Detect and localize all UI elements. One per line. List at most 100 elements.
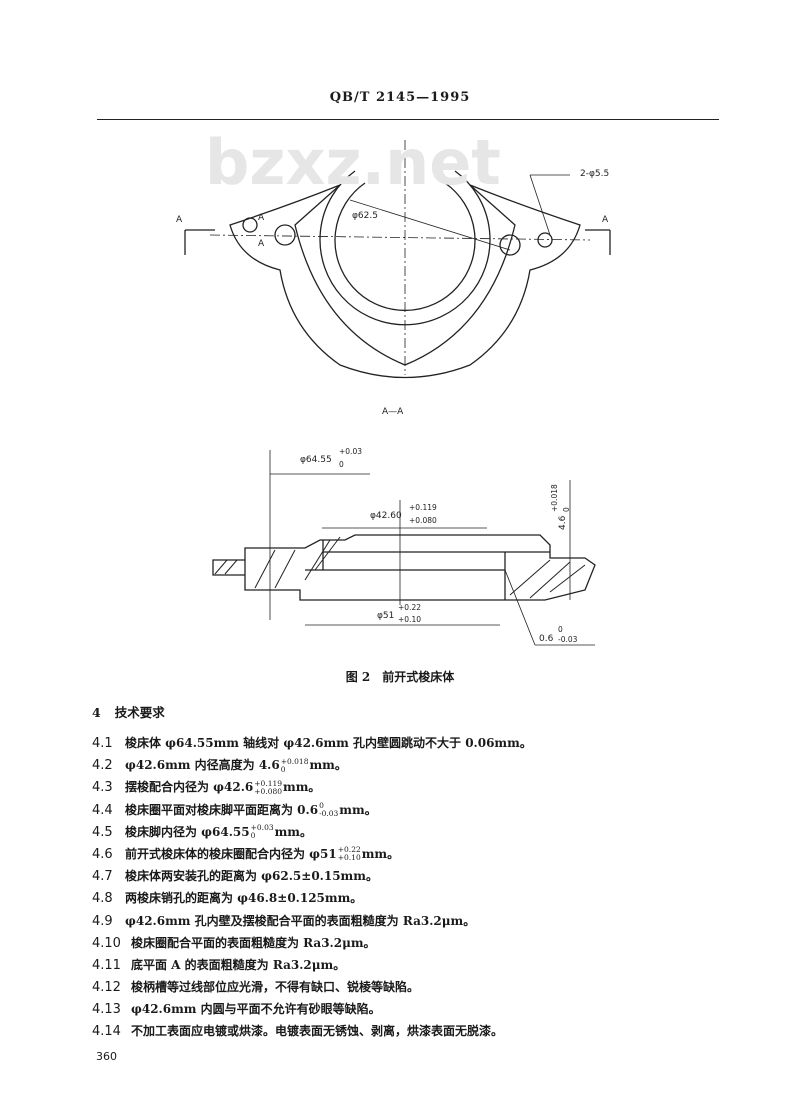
dim-0-6: 0.6 0 -0.03: [539, 625, 578, 644]
dim-phi64-55: φ64.55 +0.03 0: [300, 447, 362, 469]
requirements-list: 4.1 梭床体 φ64.55mm 轴线对 φ42.6mm 孔内壁圆跳动不大于 0.…: [92, 733, 532, 1044]
tolerance-up: +0.22: [337, 845, 361, 855]
label-a-upper: A: [258, 213, 265, 223]
body-outline: [229, 184, 581, 379]
dim-base: φ51: [377, 611, 394, 621]
item-number: 4.1: [92, 736, 113, 751]
item-unit: mm。: [283, 780, 321, 795]
item-number: 4.13: [92, 1002, 121, 1018]
tolerance-low: -0.03: [319, 809, 339, 819]
tolerance-up: +0.018: [280, 756, 309, 766]
item-number: 4.5: [92, 824, 113, 840]
list-item: 4.12 梭柄槽等过线部位应光滑，不得有缺口、锐棱等缺陷。: [92, 977, 532, 999]
item-text: 前开式梭床体的梭床圈配合内径为 φ51: [125, 846, 337, 861]
section-number: 4: [92, 705, 101, 720]
label-a-lower: A: [258, 239, 265, 249]
dim-base: φ64.55: [300, 455, 332, 465]
tolerance: 0-0.03: [319, 802, 338, 818]
item-number: 4.14: [92, 1024, 121, 1040]
tolerance-low: 0: [280, 764, 286, 774]
figure-section-view: φ64.55 +0.03 0 φ42.60 +0.119 +0.080 φ51 …: [212, 447, 596, 646]
item-number: 4.4: [92, 802, 113, 818]
section-title: 技术要求: [114, 705, 165, 720]
list-item: 4.1 梭床体 φ64.55mm 轴线对 φ42.6mm 孔内壁圆跳动不大于 0.…: [92, 733, 532, 755]
tolerance: +0.22+0.10: [338, 846, 361, 862]
item-text: 两梭床销孔的距离为 φ46.8±0.125mm。: [125, 891, 363, 906]
dim-phi42-60: φ42.60 +0.119 +0.080: [370, 503, 437, 525]
figure-caption: 图 2 前开式梭床体: [345, 670, 455, 684]
list-item: 4.7 梭床体两安装孔的距离为 φ62.5±0.15mm。: [92, 866, 532, 888]
item-number: 4.8: [92, 891, 113, 907]
hole-right: [537, 232, 553, 248]
dim-upper-tolerance: +0.018: [550, 484, 559, 512]
item-text: 梭床体 φ64.55mm 轴线对 φ42.6mm 孔内壁圆跳动不大于 0.06m…: [125, 736, 532, 750]
dim-lower-tolerance: +0.10: [398, 615, 421, 624]
item-unit: mm。: [274, 824, 313, 839]
tolerance-up: +0.119: [254, 778, 283, 788]
hole-left: [242, 217, 258, 233]
hatching: [214, 536, 586, 599]
watermark: bzxz.net: [205, 126, 501, 199]
list-item: 4.14 不加工表面应电镀或烘漆。电镀表面无锈蚀、剥离，烘漆表面无脱漆。: [92, 1021, 532, 1043]
label-phi62-5: φ62.5: [352, 211, 378, 221]
item-text: φ42.6mm 内径高度为 4.6: [125, 758, 280, 773]
item-text: 梭床圈配合平面的表面粗糙度为 Ra3.2μm。: [131, 935, 376, 950]
tolerance-low: +0.10: [337, 853, 361, 863]
figure-top-view: φ62.5 2-φ5.5 A A A A A—A: [176, 140, 611, 417]
item-text: 梭床脚内径为 φ64.55: [125, 824, 250, 839]
tolerance-low: +0.080: [254, 786, 283, 796]
header-rule: [97, 119, 719, 120]
tolerance-up: +0.03: [250, 823, 274, 833]
item-text: 底平面 A 的表面粗糙度为 Ra3.2μm。: [131, 957, 346, 972]
dim-lower-tolerance: 0: [339, 460, 344, 469]
dim-phi51: φ51 +0.22 +0.10: [377, 603, 421, 624]
label-section-a-right: A: [602, 215, 609, 225]
section-outline: [212, 534, 596, 601]
dim-height-4-6: 4.6 +0.018 0: [550, 484, 571, 530]
section-heading: 4 技术要求: [92, 702, 179, 721]
item-unit: mm。: [361, 846, 400, 861]
list-item: 4.8 两梭床销孔的距离为 φ46.8±0.125mm。: [92, 888, 532, 910]
dim-upper-tolerance: +0.119: [409, 503, 437, 512]
item-text: φ42.6mm 孔内壁及摆梭配合平面的表面粗糙度为 Ra3.2μm。: [125, 913, 476, 928]
item-text: 梭床圈平面对梭床脚平面距离为 0.6: [125, 802, 319, 817]
item-number: 4.10: [92, 935, 121, 951]
dim-base: φ42.60: [370, 511, 402, 521]
pin-left: [274, 224, 296, 246]
list-item: 4.11 底平面 A 的表面粗糙度为 Ra3.2μm。: [92, 955, 532, 977]
tolerance: +0.119+0.080: [254, 778, 283, 796]
tolerance-up: 0: [319, 801, 324, 811]
item-number: 4.12: [92, 980, 121, 996]
item-text: 摆梭配合内径为 φ42.6: [125, 780, 254, 795]
item-text: 梭床体两安装孔的距离为 φ62.5±0.15mm。: [125, 869, 378, 884]
item-unit: mm。: [339, 802, 377, 817]
item-number: 4.6: [92, 846, 113, 862]
dim-upper-tolerance: +0.03: [339, 447, 362, 456]
label-section-a-left: A: [176, 215, 183, 225]
pin-right: [499, 234, 521, 256]
page-number: 360: [96, 1050, 117, 1063]
item-number: 4.2: [92, 758, 113, 774]
item-number: 4.7: [92, 869, 113, 885]
item-unit: mm。: [309, 758, 347, 773]
item-text: 梭柄槽等过线部位应光滑，不得有缺口、锐棱等缺陷。: [131, 980, 420, 995]
list-item: 4.10 梭床圈配合平面的表面粗糙度为 Ra3.2μm。: [92, 933, 532, 955]
item-number: 4.11: [92, 957, 121, 973]
standard-header: QB/T 2145—1995: [329, 90, 471, 105]
dim-lower-tolerance: 0: [562, 507, 571, 512]
item-text: φ42.6mm 内圆与平面不允许有砂眼等缺陷。: [131, 1002, 381, 1017]
dim-upper-tolerance: 0: [558, 625, 563, 634]
item-number: 4.3: [92, 780, 113, 796]
list-item: 4.13 φ42.6mm 内圆与平面不允许有砂眼等缺陷。: [92, 999, 532, 1021]
label-holes: 2-φ5.5: [580, 169, 609, 179]
item-text: 不加工表面应电镀或烘漆。电镀表面无锈蚀、剥离，烘漆表面无脱漆。: [131, 1024, 504, 1039]
dim-base: 4.6: [558, 515, 568, 530]
dim-lower-tolerance: +0.080: [409, 516, 437, 525]
dim-base: 0.6: [539, 634, 554, 644]
